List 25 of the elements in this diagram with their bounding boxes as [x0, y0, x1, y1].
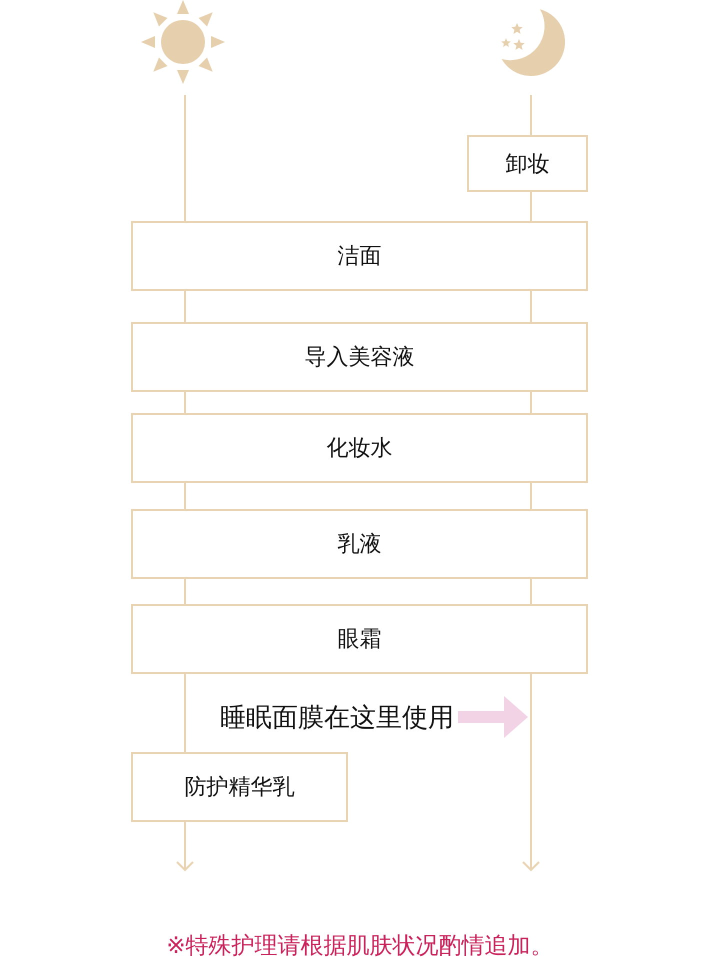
- arrow: [522, 674, 540, 871]
- arrow: [176, 822, 194, 871]
- connector-line: [530, 291, 532, 322]
- step-box: 眼霜: [131, 604, 588, 674]
- connector-line: [530, 95, 532, 135]
- footnote: ※特殊护理请根据肌肤状况酌情追加。: [166, 933, 554, 959]
- connector-line: [184, 291, 186, 322]
- connector-line: [530, 579, 532, 604]
- connector-line: [530, 392, 532, 413]
- step-box: 洁面: [131, 221, 588, 291]
- step-box: 防护精华乳: [131, 752, 348, 822]
- sun-icon: [141, 0, 225, 84]
- instruction-text: 睡眠面膜在这里使用: [220, 700, 470, 734]
- connector-line: [530, 192, 532, 221]
- step-box: 化妆水: [131, 413, 588, 483]
- step-box: 导入美容液: [131, 322, 588, 392]
- connector-line: [530, 483, 532, 509]
- block-arrow: [458, 696, 528, 738]
- connector-line: [184, 674, 186, 752]
- connector-line: [184, 95, 186, 221]
- connector-line: [184, 483, 186, 509]
- step-box: 卸妆: [467, 135, 588, 192]
- step-box: 乳液: [131, 509, 588, 579]
- connector-line: [184, 392, 186, 413]
- connector-line: [184, 579, 186, 604]
